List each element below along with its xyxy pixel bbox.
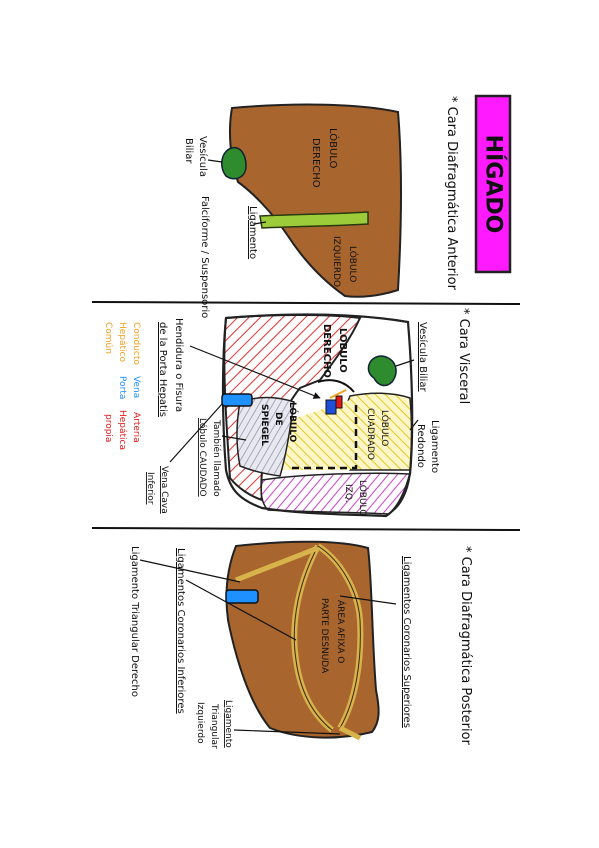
section-posterior: * Cara Diafragmática Posterior ÁREA AFIX…	[129, 540, 473, 749]
quadrate-lobe-2: CUADRADO	[365, 408, 375, 460]
hepatic-duct	[329, 389, 347, 399]
posterior-liver	[225, 540, 380, 739]
legend-duct-1: Conducto	[131, 322, 141, 365]
anterior-liver	[229, 103, 402, 298]
bare-area-2: PARTE DESNUDA	[319, 598, 329, 674]
triangular-left-label-3: Izquierdo	[195, 702, 205, 744]
falciform-label-1: Ligamento	[247, 206, 258, 259]
anterior-left-lobe-1: LÓBULO	[347, 246, 359, 282]
legend-vein-1: Vena	[131, 376, 141, 398]
vena-cava-label-2: Inferior	[145, 472, 155, 505]
anterior-right-lobe-1: LÓBULO	[327, 128, 340, 168]
legend-artery-3: propia	[103, 414, 113, 442]
title-box	[474, 94, 512, 274]
visceral-right-lobe-2: DERECHO	[321, 324, 332, 378]
title-group: HÍGADO	[474, 94, 512, 274]
coronary-sup-pointer	[339, 595, 397, 605]
visceral-outline	[221, 313, 414, 518]
divider-1	[91, 301, 521, 305]
spiegel-lobe-3: SPIEGEL	[259, 404, 269, 446]
caudate-pointer	[221, 435, 247, 441]
anterior-left-lobe-2: IZQUIERDO	[331, 236, 341, 287]
triangular-right-label: Ligamento Triangular Derecho	[129, 546, 140, 697]
hepatic-artery	[335, 395, 343, 409]
round-ligament-label-1: Ligamento	[429, 420, 440, 473]
section-visceral: * Cara Visceral Vesícula Biliar Ligament…	[103, 308, 471, 518]
triangular-right-pointer	[139, 559, 241, 583]
divider-2	[91, 527, 521, 531]
posterior-vena-cava	[225, 589, 259, 604]
vena-cava-pointer	[169, 403, 223, 463]
triangular-left-pointer	[233, 729, 341, 735]
triangular-left-label-2: Triangular	[209, 703, 219, 749]
legend-artery-1: Arteria	[131, 412, 141, 443]
visceral-quadrate-lobe-2	[280, 400, 350, 470]
bare-area-1: ÁREA AFIXA O	[335, 600, 347, 663]
visceral-gallbladder-pointer	[395, 359, 415, 367]
triangular-left-band	[338, 725, 362, 741]
legend-duct-3: Común	[103, 322, 113, 354]
anterior-heading: * Cara Diafragmática Anterior	[444, 96, 459, 291]
triangular-right-band	[235, 545, 319, 583]
round-ligament-pointer	[409, 419, 419, 431]
triangular-left-label-1: Ligamento	[223, 700, 233, 748]
coronary-inf-pointer	[185, 579, 297, 641]
visceral-right-lobe-1: LÓBULO	[337, 328, 350, 373]
porta-dashed-line	[292, 402, 358, 470]
visceral-left-lobe-1: LÓBULO	[357, 480, 369, 516]
falciform-label-2: Falciforme / Suspensorio	[199, 196, 210, 318]
quadrate-lobe-1: LÓBULO	[379, 410, 391, 446]
anterior-gallbladder-label-1: Vesícula	[197, 136, 209, 177]
visceral-vena-cava	[221, 393, 253, 407]
visceral-quadrate-lobe	[341, 392, 413, 471]
hilum-pointer	[189, 345, 321, 399]
coronary-inf-label: Ligamentos Coronarios Inferiores	[175, 548, 186, 714]
spiegel-lobe-1: LÓBULO	[287, 402, 299, 443]
anterior-gallbladder	[220, 146, 247, 180]
coronary-ligament-outline	[293, 545, 361, 731]
page-title: HÍGADO	[481, 135, 507, 234]
coronary-sup-label: Ligamentos Coronarios Superiores	[401, 556, 412, 728]
legend-duct-2: Hepático	[117, 322, 127, 363]
falciform-pointer	[253, 221, 267, 225]
posterior-heading: * Cara Diafragmática Posterior	[458, 546, 473, 746]
visceral-heading: * Cara Visceral	[456, 308, 471, 404]
section-anterior: * Cara Diafragmática Anterior LÓBULO DER…	[183, 96, 459, 318]
spiegel-lobe-2: DE	[273, 412, 283, 426]
visceral-legend: Conducto Hepático Común Vena Porta Arter…	[103, 322, 141, 450]
anterior-right-lobe-2: DERECHO	[310, 138, 321, 188]
visceral-left-lobe	[260, 472, 411, 515]
hilum-label-1: Hendidura o Fisura	[173, 318, 184, 412]
anterior-gallbladder-label-2: Biliar	[183, 138, 194, 164]
vena-cava-label-1: Vena Cava	[159, 466, 169, 514]
legend-artery-2: Hepática	[117, 410, 127, 450]
caudate-label-2: Lóbulo CAUDADO	[197, 418, 208, 497]
gallbladder-pointer	[207, 159, 223, 163]
falciform-ligament	[259, 211, 369, 229]
visceral-left-lobe-2: IZQ.	[343, 484, 353, 503]
visceral-fissure	[317, 379, 355, 393]
visceral-spiegel-lobe	[236, 396, 295, 477]
hilum-label-2: de la Porta Hepatis	[157, 322, 168, 417]
legend-vein-2: Porta	[117, 376, 127, 399]
round-ligament-label-2: Redondo	[415, 424, 426, 468]
visceral-gallbladder	[367, 355, 397, 387]
caudate-label-1: También llamado	[211, 419, 222, 497]
visceral-gallbladder-label: Vesícula Biliar	[417, 322, 429, 392]
portal-vein	[325, 399, 337, 415]
